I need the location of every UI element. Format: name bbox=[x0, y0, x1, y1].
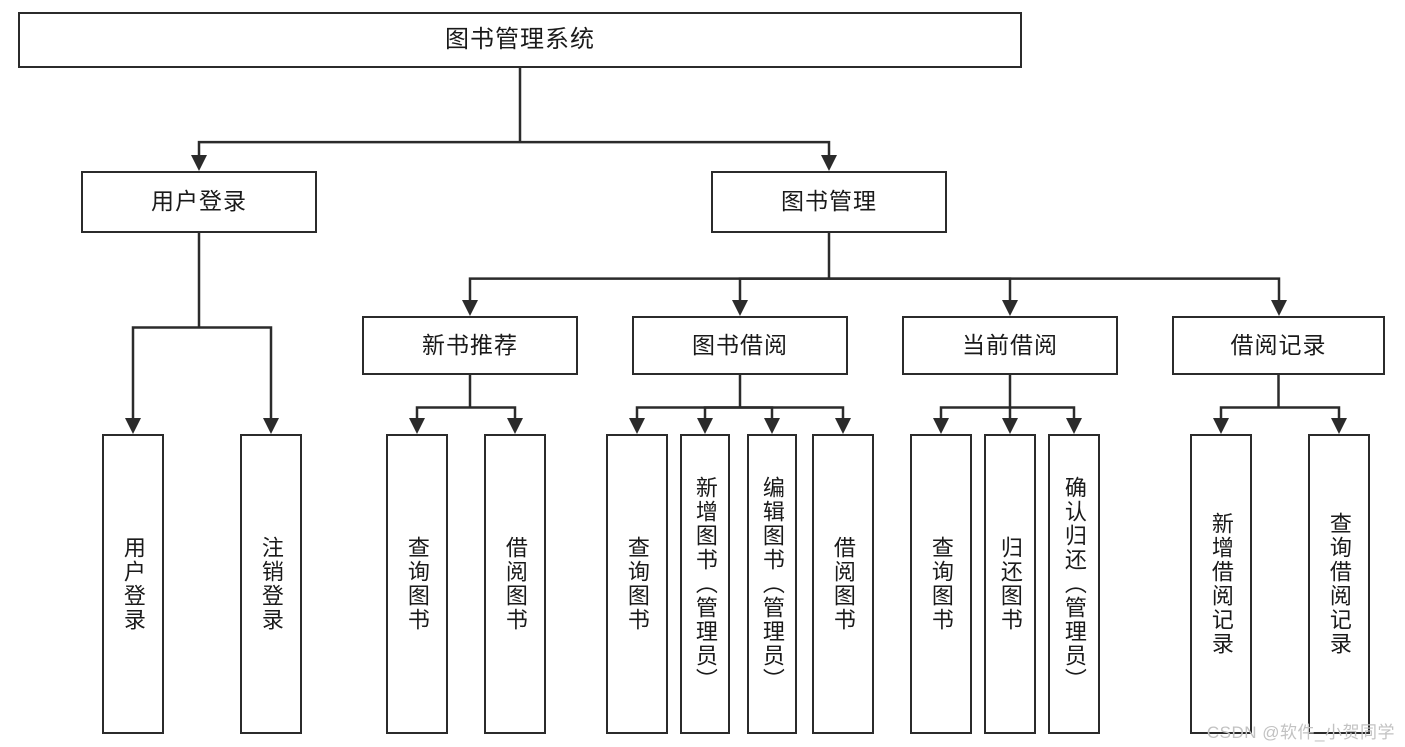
node-new-book-recommendation[interactable]: 新书推荐 bbox=[362, 316, 578, 375]
node-label: 确认归还（管理员） bbox=[1061, 476, 1087, 692]
leaf-user-login[interactable]: 用户登录 bbox=[102, 434, 164, 734]
leaf-edit-book-admin[interactable]: 编辑图书（管理员） bbox=[747, 434, 797, 734]
leaf-query-books-borrow[interactable]: 查询图书 bbox=[606, 434, 668, 734]
node-label: 新增图书（管理员） bbox=[692, 476, 718, 692]
node-label: 图书借阅 bbox=[692, 331, 788, 358]
leaf-add-borrow-record[interactable]: 新增借阅记录 bbox=[1190, 434, 1252, 734]
node-label: 当前借阅 bbox=[962, 331, 1058, 358]
leaf-query-books-recommend[interactable]: 查询图书 bbox=[386, 434, 448, 734]
node-label: 借阅图书 bbox=[830, 536, 856, 632]
node-borrow-records[interactable]: 借阅记录 bbox=[1172, 316, 1385, 375]
node-user-login[interactable]: 用户登录 bbox=[81, 171, 317, 233]
node-label: 查询图书 bbox=[928, 536, 954, 632]
node-label: 查询图书 bbox=[404, 536, 430, 632]
node-label: 新书推荐 bbox=[422, 331, 518, 358]
node-book-borrowing[interactable]: 图书借阅 bbox=[632, 316, 848, 375]
leaf-query-books-current[interactable]: 查询图书 bbox=[910, 434, 972, 734]
leaf-borrow-books-recommend[interactable]: 借阅图书 bbox=[484, 434, 546, 734]
leaf-return-book[interactable]: 归还图书 bbox=[984, 434, 1036, 734]
node-label: 查询图书 bbox=[624, 536, 650, 632]
node-root-system[interactable]: 图书管理系统 bbox=[18, 12, 1022, 68]
node-label: 编辑图书（管理员） bbox=[759, 476, 785, 692]
leaf-borrow-book[interactable]: 借阅图书 bbox=[812, 434, 874, 734]
node-label: 查询借阅记录 bbox=[1326, 512, 1352, 656]
node-label: 用户登录 bbox=[151, 188, 247, 215]
node-label: 借阅记录 bbox=[1230, 331, 1327, 358]
node-label: 新增借阅记录 bbox=[1208, 512, 1234, 656]
node-label: 借阅图书 bbox=[502, 536, 528, 632]
node-label: 图书管理系统 bbox=[445, 25, 595, 53]
node-label: 图书管理 bbox=[781, 188, 877, 215]
node-label: 用户登录 bbox=[120, 536, 146, 632]
leaf-add-book-admin[interactable]: 新增图书（管理员） bbox=[680, 434, 730, 734]
csdn-watermark: CSDN @软件_小贺同学 bbox=[1206, 723, 1395, 742]
leaf-confirm-return-admin[interactable]: 确认归还（管理员） bbox=[1048, 434, 1100, 734]
node-label: 注销登录 bbox=[258, 536, 284, 632]
node-book-management[interactable]: 图书管理 bbox=[711, 171, 947, 233]
node-current-borrowing[interactable]: 当前借阅 bbox=[902, 316, 1118, 375]
leaf-logout[interactable]: 注销登录 bbox=[240, 434, 302, 734]
leaf-query-borrow-record[interactable]: 查询借阅记录 bbox=[1308, 434, 1370, 734]
node-label: 归还图书 bbox=[997, 536, 1023, 632]
